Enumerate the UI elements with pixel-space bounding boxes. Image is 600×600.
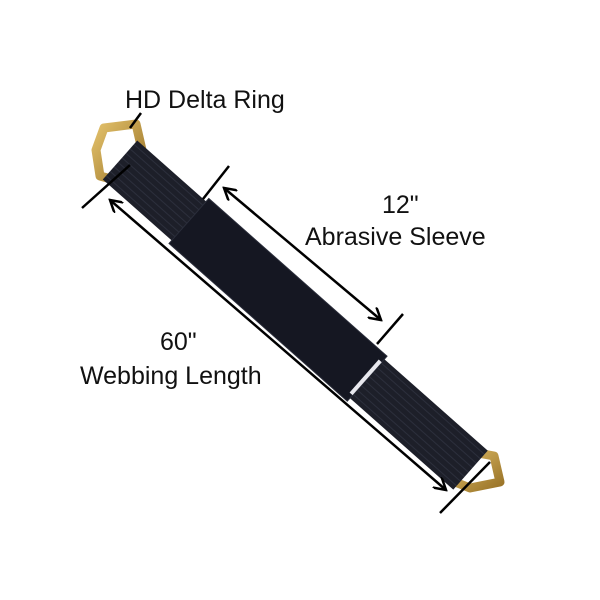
- webbing-start-tick: [81, 164, 131, 209]
- webbing-length-label: 60": [160, 328, 197, 356]
- sleeve-name-label: Abrasive Sleeve: [305, 223, 486, 251]
- webbing-end-tick: [439, 461, 491, 514]
- sleeve-start-tick: [202, 165, 230, 200]
- sleeve-end-tick: [376, 313, 404, 345]
- ring-leader-line: [128, 112, 143, 129]
- webbing-name-label: Webbing Length: [80, 362, 262, 390]
- webbing-length-arrow: [110, 200, 446, 490]
- ring-label: HD Delta Ring: [125, 86, 285, 114]
- sleeve-length-arrow: [224, 188, 381, 320]
- sleeve-length-label: 12": [382, 191, 419, 219]
